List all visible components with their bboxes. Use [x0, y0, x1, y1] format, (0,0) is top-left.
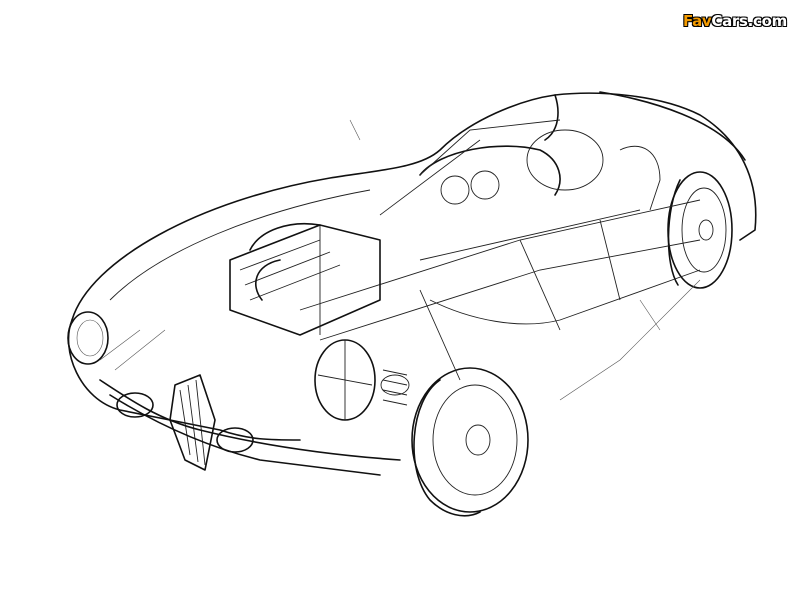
rear-wheel — [667, 171, 733, 289]
front-bumper — [99, 379, 401, 476]
watermark-fav: Fav — [683, 12, 712, 30]
hood-line — [109, 189, 371, 301]
chassis-frame — [299, 199, 701, 381]
seat — [619, 145, 661, 211]
front-tyre — [413, 379, 481, 517]
windscreen-frame — [379, 119, 561, 216]
overrider-right — [216, 427, 254, 453]
watermark-cars: Cars.com — [711, 12, 787, 30]
front-wheel — [411, 367, 529, 513]
spring — [380, 374, 410, 396]
spare-wheel — [526, 129, 604, 191]
intake-hose — [249, 222, 321, 301]
headlight — [67, 311, 109, 365]
engine-block — [229, 224, 381, 336]
body-outline — [71, 92, 757, 321]
rear-deck — [544, 91, 746, 161]
gauge — [440, 175, 470, 205]
favcars-watermark: FavCars.com — [683, 12, 787, 30]
overrider-left — [116, 392, 154, 418]
